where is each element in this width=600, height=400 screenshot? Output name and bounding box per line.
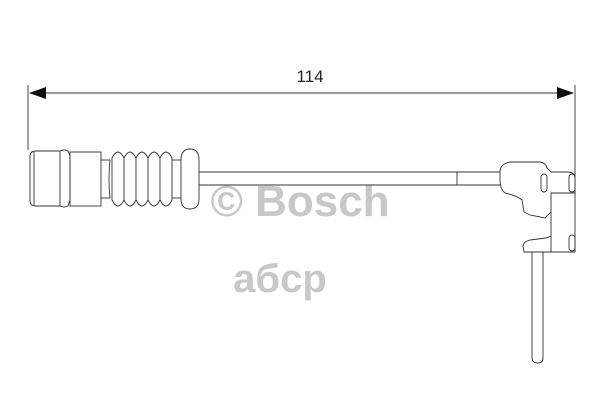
arrow-left-icon bbox=[29, 87, 46, 99]
wire bbox=[199, 171, 500, 186]
svg-text:aбcp: aбcp bbox=[233, 257, 327, 301]
dimension-line: 114 bbox=[27, 67, 576, 193]
dimension-label: 114 bbox=[296, 67, 323, 86]
watermark-site: aбcp bbox=[233, 257, 327, 301]
sensor-head bbox=[499, 161, 576, 364]
watermark-brand: © Bosch bbox=[210, 177, 389, 226]
svg-text:© Bosch: © Bosch bbox=[210, 177, 389, 226]
connector-plug bbox=[29, 148, 200, 210]
arrow-right-icon bbox=[557, 87, 574, 99]
